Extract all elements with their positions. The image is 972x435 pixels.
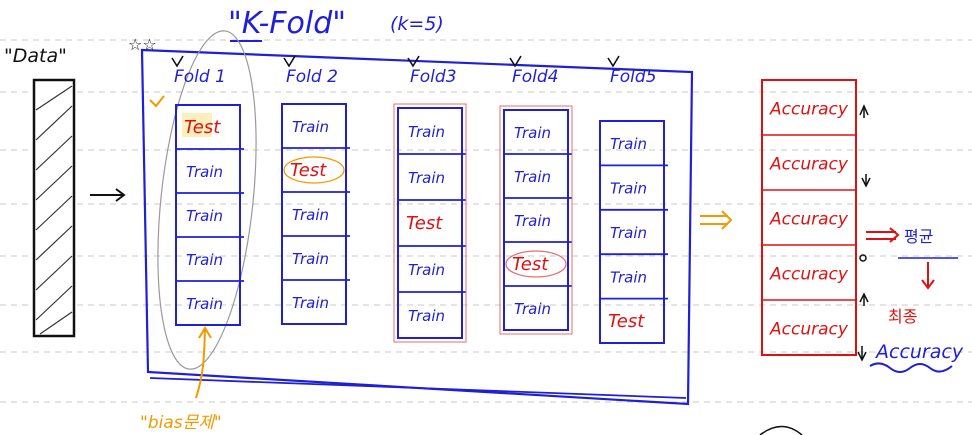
train-cell-label: Train — [610, 180, 647, 198]
train-cell-label: Train — [408, 123, 445, 141]
accuracy-result: Accuracy — [769, 320, 849, 340]
train-cell-label: Train — [610, 135, 647, 153]
fold1-check-mark — [149, 95, 165, 108]
accuracy-result: Accuracy — [769, 210, 849, 230]
train-cell-label: Train — [292, 294, 329, 312]
fold1-circle — [157, 30, 257, 370]
train-cell-label: Train — [292, 118, 329, 136]
to-results-arrow — [700, 210, 733, 230]
train-cell-label: Train — [408, 169, 445, 187]
results-box — [761, 79, 857, 356]
test-cell-label: Test — [512, 254, 549, 275]
direction-marks — [857, 104, 871, 362]
average-arrow — [866, 227, 900, 243]
test-cell-label: Test — [406, 213, 443, 234]
train-cell-label: Train — [186, 207, 223, 225]
train-cell-label: Train — [292, 250, 329, 268]
fold-label: Fold4 — [512, 67, 559, 87]
partial-circle — [759, 425, 803, 435]
fold-label: Fold 2 — [286, 67, 338, 87]
test-circle — [505, 250, 567, 278]
train-cell-label: Train — [610, 224, 647, 242]
fold-box — [599, 120, 665, 344]
frame-bottom-line — [149, 377, 687, 399]
data-to-folds-arrow — [90, 188, 126, 202]
fold-box — [503, 109, 569, 331]
test-cell-label: Test — [184, 117, 221, 138]
fold-box — [175, 104, 241, 326]
final-accuracy: Accuracy — [874, 341, 964, 363]
train-cell-label: Train — [186, 163, 223, 181]
test-circle — [283, 156, 345, 184]
fold-check-mark — [171, 55, 184, 68]
train-cell-label: Train — [514, 168, 551, 186]
folds-frame — [140, 48, 694, 406]
fold-check-mark — [407, 55, 420, 68]
test-highlight — [182, 113, 212, 137]
fold-box — [397, 107, 463, 339]
train-cell-label: Train — [514, 300, 551, 318]
fold-label: Fold 1 — [174, 67, 226, 87]
fold-box — [281, 103, 347, 325]
fold-label: Fold5 — [610, 67, 657, 87]
train-cell-label: Train — [610, 268, 647, 286]
data-label: "Data" — [4, 45, 67, 67]
fold-check-mark — [283, 55, 296, 68]
test-cell-label: Test — [608, 311, 645, 332]
k-note: (k=5) — [390, 13, 444, 35]
bias-arrow — [195, 326, 212, 399]
bias-label: "bias문제" — [140, 413, 222, 433]
fold-outline — [393, 103, 467, 343]
train-cell-label: Train — [514, 124, 551, 142]
accuracy-result: Accuracy — [769, 100, 849, 120]
down-arrow — [921, 262, 935, 290]
final-label: 최종 — [888, 307, 917, 326]
fold-check-mark — [607, 55, 620, 68]
fold-check-mark — [509, 55, 522, 68]
notebook-lines — [0, 39, 972, 403]
data-bar — [32, 78, 76, 338]
fold-label: Fold3 — [410, 67, 457, 87]
train-cell-label: Train — [408, 307, 445, 325]
train-cell-label: Train — [186, 251, 223, 269]
final-accuracy-underline — [869, 362, 953, 373]
fold-outline — [499, 105, 573, 335]
train-cell-label: Train — [186, 295, 223, 313]
train-cell-label: Train — [408, 261, 445, 279]
test-cell-label: Test — [290, 160, 327, 181]
diagram-title: "K-Fold" — [228, 6, 346, 41]
train-cell-label: Train — [292, 206, 329, 224]
accuracy-result: Accuracy — [769, 155, 849, 175]
average-label: 평균 — [904, 227, 933, 246]
train-cell-label: Train — [514, 212, 551, 230]
accuracy-result: Accuracy — [769, 265, 849, 285]
